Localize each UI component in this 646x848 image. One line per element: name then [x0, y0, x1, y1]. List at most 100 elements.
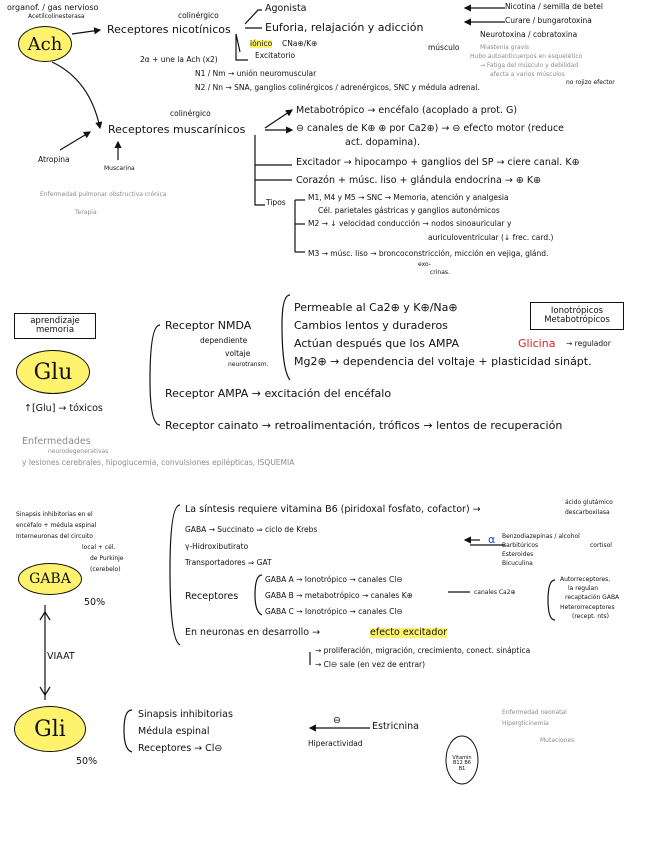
nic-receptores: Receptores nicotínicos [107, 23, 231, 36]
glu-node: Glu [16, 350, 90, 394]
musc-colinergico: colinérgico [170, 109, 211, 118]
glu-enf3: y lesiones cerebrales, hipoglucemia, con… [22, 458, 295, 467]
epoc-label: Enfermedad pulmonar obstructiva crónica [40, 191, 167, 198]
gaba-auto1: Autorreceptores, [560, 576, 611, 583]
glu-toxicos: ↑[Glu] → tóxicos [24, 403, 103, 414]
musc-metabotropico: Metabotrópico → encéfalo (acoplado a pro… [296, 105, 518, 116]
glu-nmda: Receptor NMDA [165, 319, 252, 332]
musc-corazon: Corazón + músc. liso + glándula endocrin… [296, 175, 542, 186]
glu-neurotransm: neurotransm. [228, 361, 269, 368]
gaba-vi1: Sinapsis inhibitorias en el [16, 511, 93, 518]
gli-pct: 50% [76, 756, 98, 767]
ach-top-note: organof. / gas nervioso [7, 3, 99, 12]
glu-enf1: Enfermedades [22, 436, 91, 447]
gli-hiper: Hiperactividad [308, 739, 363, 748]
gli-enf3: Mutaciones [540, 737, 575, 744]
ach-top-note2: Acetilcolinesterasa [28, 13, 85, 20]
musc-excitador: Excitador → hipocampo + ganglios del SP … [296, 157, 580, 168]
gaba-cl: → Cl⊖ sale (en vez de entrar) [315, 660, 426, 669]
glu-voltaje: voltaje [225, 349, 251, 358]
musc-receptores: Receptores muscarínicos [108, 123, 246, 136]
nic-sub1: 2α + une la Ach (x2) [140, 55, 218, 64]
ach-node: Ach [18, 26, 72, 62]
nic-miastenia1: Miastenia gravis [480, 44, 530, 51]
musc-act-dop: act. dopamina). [345, 137, 420, 148]
ionotropicos-box: Ionotrópicos Metabotrópicos [530, 302, 624, 330]
nic-colinergico: colinérgico [178, 11, 219, 20]
gaba-l3: γ-Hidroxibutirato [185, 542, 249, 551]
musc-tipos: Tipos [266, 198, 286, 207]
gaba-l4: Transportadores ⇒ GAT [185, 558, 272, 567]
glu-regulador: → regulador [566, 339, 611, 348]
gaba-alpha: α [488, 533, 496, 546]
musc-canales: ⊖ canales de K⊕ ⊕ por Ca2⊕) → ⊖ efecto m… [296, 123, 565, 134]
musc-m1b: Cél. parietales gástricas y ganglios aut… [318, 206, 500, 215]
gaba-efecto: efecto excitador [370, 627, 448, 638]
nic-euforia: Euforia, relajación y adicción [265, 21, 424, 34]
nic-sub3: N2 / Nn → SNA, ganglios colinérgicos / a… [195, 83, 480, 92]
gaba-neuron: En neuronas en desarrollo → [185, 627, 321, 638]
glu-b2: Cambios lentos y duraderos [294, 319, 448, 332]
gaba-cortisol: cortisol [590, 542, 612, 549]
gli-theta: ⊖ [333, 715, 341, 726]
nic-excitatorio: Excitatorio [255, 51, 296, 60]
gaba-auto2: la regulan [568, 585, 599, 592]
glu-b1: Permeable al Ca2⊕ y K⊕/Na⊕ [294, 301, 458, 314]
gaba-vi3: Interneuronas del circuito [16, 533, 93, 540]
musc-m2: M2 → ↓ velocidad conducción → nodos sino… [308, 219, 512, 228]
gaba-pct: 50% [84, 597, 106, 608]
gaba-bz4: Bicuculina [502, 560, 533, 567]
gaba-auto5: (recept. nts) [572, 613, 609, 620]
nic-no-rojo: no rojizo efector [566, 79, 615, 86]
gli-b1: Sinapsis inhibitorias [138, 709, 233, 720]
gaba-viaat: VIAAT [47, 651, 75, 662]
gaba-ca: canales Ca2⊕ [474, 589, 516, 596]
nic-sub2: N1 / Nm → unión neuromuscular [195, 69, 317, 78]
gaba-vi4: local + cél. [82, 544, 116, 551]
gli-b2: Médula espinal [138, 726, 210, 737]
gaba-bz3: Esteroides [502, 551, 534, 558]
nic-miastenia3: → Fatiga del músculo y debilidad [480, 62, 579, 69]
musc-m3b: exo- [418, 261, 431, 268]
nic-neurotoxina: Neurotoxina / cobratoxina [480, 30, 578, 39]
gaba-receptores: Receptores [185, 591, 239, 602]
gaba-bz1: Benzodiazepinas / alcohol [502, 533, 580, 540]
nic-musculo: músculo [428, 43, 460, 52]
glu-enf2: neurodegenerativas [48, 448, 109, 455]
gaba-vi6: (cerebelo) [90, 566, 121, 573]
gaba-l1: La síntesis requiere vitamina B6 (pirido… [185, 504, 481, 515]
musc-m3c: crinas. [430, 269, 450, 276]
atropina-label: Atropina [38, 155, 70, 164]
nic-ionico: iónico [250, 39, 273, 48]
gli-enf1: Enfermedad neonatal [502, 709, 567, 716]
gaba-auto4: Heterorreceptores [560, 604, 615, 611]
gaba-node: GABA [18, 563, 82, 595]
gaba-prolif: → proliferación, migración, crecimiento,… [315, 646, 531, 655]
gaba-l1b: ácido glutámico [565, 499, 613, 506]
nic-nicotina: Nicotina / semilla de betel [505, 2, 603, 11]
nic-miastenia4: afecta a varios músculos [490, 71, 565, 78]
glu-b3: Actúan después que los AMPA [294, 337, 460, 350]
gli-estricnina: Estricnina [372, 721, 419, 732]
gli-oval-text: Vitamin B12 B6 B1 [452, 755, 472, 772]
musc-m2b: auriculoventricular (↓ frec. card.) [428, 233, 554, 242]
gaba-l2: GABA → Succinato ⇒ ciclo de Krebs [185, 525, 318, 534]
glu-ampa: Receptor AMPA → excitación del encéfalo [165, 387, 392, 400]
musc-m1: M1, M4 y M5 → SNC → Memoria, atención y … [308, 193, 509, 202]
muscarina-label: Muscarina [104, 165, 135, 172]
gli-b3: Receptores → Cl⊖ [138, 743, 223, 754]
gaba-rb: GABA B → metabotrópico → canales K⊕ [265, 591, 413, 600]
nic-agonista: Agonista [265, 3, 307, 14]
glu-dependiente: dependiente [200, 336, 248, 345]
gaba-vi2: encéfalo + médula espinal [16, 522, 97, 529]
gaba-bz2: Barbitúricos [502, 542, 539, 549]
glu-cainato: Receptor cainato → retroalimentación, tr… [165, 419, 563, 432]
nic-miastenia2: Hubo autoanticuerpos en esquelético [470, 53, 583, 60]
gaba-ra: GABA A → Ionotrópico → canales Cl⊖ [265, 575, 403, 584]
gaba-rc: GABA C → Ionotrópico → canales Cl⊖ [265, 607, 403, 616]
aprendizaje-box: aprendizaje memoria [14, 313, 96, 339]
gli-enf2: Hiperglicinemia [502, 720, 549, 727]
musc-m3: M3 → músc. liso → broncoconstricción, mi… [308, 249, 549, 258]
nic-curare: Curare / bungarotoxina [505, 16, 592, 25]
gaba-l1c: descarboxilasa [565, 509, 610, 516]
